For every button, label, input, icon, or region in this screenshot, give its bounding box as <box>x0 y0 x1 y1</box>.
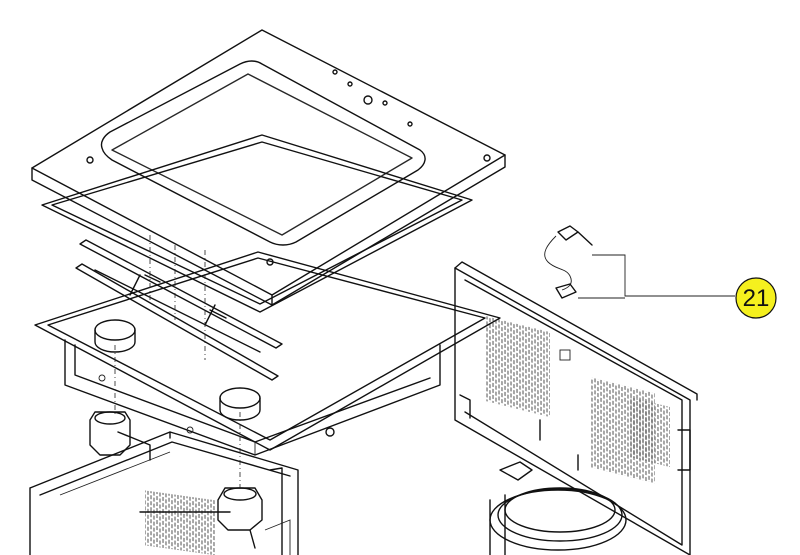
lower-cabinet <box>29 431 299 555</box>
callout-21: 21 <box>735 277 777 319</box>
power-cable <box>489 461 627 555</box>
assembly-axes <box>149 235 206 360</box>
mounting-strips <box>75 239 283 381</box>
top-plate <box>31 29 506 306</box>
callout-circle <box>735 277 777 319</box>
gasket <box>41 134 473 313</box>
callout-label: 21 <box>743 285 770 312</box>
callout-leader <box>578 254 735 299</box>
rear-panel <box>454 261 698 555</box>
sensor-part-21 <box>544 225 593 299</box>
sink-basin <box>34 251 501 490</box>
